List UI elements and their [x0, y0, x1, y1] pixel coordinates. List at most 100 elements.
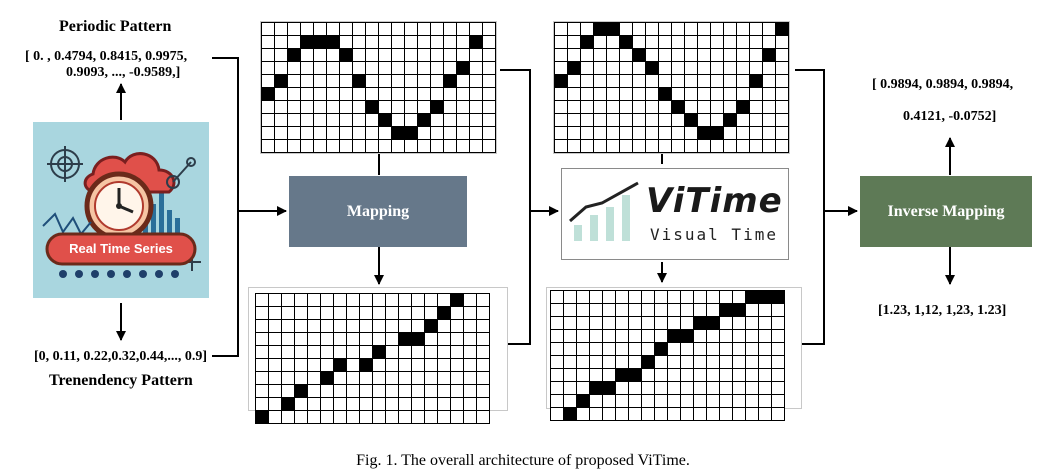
- grid-cell: [606, 48, 620, 62]
- grid-cell: [372, 293, 386, 307]
- grid-cell: [619, 87, 633, 101]
- grid-cell: [404, 74, 418, 88]
- grid-cell: [589, 407, 603, 421]
- grid-cell: [482, 22, 496, 36]
- grid-cell: [378, 100, 392, 114]
- grid-cell: [771, 394, 785, 408]
- grid-cell: [589, 342, 603, 356]
- grid-cell: [684, 22, 698, 36]
- grid-cell: [628, 407, 642, 421]
- grid-cell: [736, 74, 750, 88]
- grid-cell: [443, 61, 457, 75]
- grid-cell: [294, 319, 308, 333]
- grid-cell: [667, 316, 681, 330]
- grid-cell: [268, 358, 282, 372]
- figure-caption: Fig. 1. The overall architecture of prop…: [356, 452, 690, 469]
- grid-cell: [550, 329, 564, 343]
- grid-cell: [326, 48, 340, 62]
- grid-cell: [294, 397, 308, 411]
- grid-cell: [658, 100, 672, 114]
- grid-cell: [628, 329, 642, 343]
- grid-cell: [580, 87, 594, 101]
- grid-cell-filled: [313, 35, 327, 49]
- grid-cell: [411, 371, 425, 385]
- grid-cell: [758, 303, 772, 317]
- grid-cell: [463, 306, 477, 320]
- periodic-pattern-title: Periodic Pattern: [59, 18, 172, 35]
- grid-cell: [326, 87, 340, 101]
- grid-cell: [346, 358, 360, 372]
- grid-cell: [333, 332, 347, 346]
- grid-cell: [684, 61, 698, 75]
- grid-cell: [615, 394, 629, 408]
- grid-cell: [706, 329, 720, 343]
- grid-cell: [593, 74, 607, 88]
- grid-cell: [268, 319, 282, 333]
- grid-cell: [424, 293, 438, 307]
- grid-cell-filled: [411, 332, 425, 346]
- grid-cell: [411, 358, 425, 372]
- grid-cell: [411, 384, 425, 398]
- grid-cell: [417, 35, 431, 49]
- grid-cell: [563, 290, 577, 304]
- grid-cell: [589, 290, 603, 304]
- grid-cell: [619, 139, 633, 153]
- grid-cell: [719, 329, 733, 343]
- grid-cell: [372, 358, 386, 372]
- grid-cell: [476, 345, 490, 359]
- grid-cell: [749, 126, 763, 140]
- grid-cell: [482, 126, 496, 140]
- grid-cell: [417, 22, 431, 36]
- grid-cell: [274, 48, 288, 62]
- grid-cell: [693, 290, 707, 304]
- grid-cell: [443, 139, 457, 153]
- grid-cell: [667, 290, 681, 304]
- grid-cell: [281, 410, 295, 424]
- output-values-line2: 0.4121, -0.0752]: [903, 109, 997, 124]
- grid-cell: [476, 384, 490, 398]
- grid-cell: [339, 22, 353, 36]
- grid-cell: [424, 384, 438, 398]
- grid-cell: [378, 48, 392, 62]
- grid-cell: [719, 355, 733, 369]
- grid-cell: [749, 48, 763, 62]
- grid-cell: [697, 100, 711, 114]
- grid-cell: [385, 384, 399, 398]
- grid-cell: [456, 74, 470, 88]
- grid-cell: [476, 397, 490, 411]
- grid-cell: [268, 397, 282, 411]
- grid-cell: [602, 355, 616, 369]
- grid-cell: [775, 61, 789, 75]
- grid-cell: [615, 407, 629, 421]
- inverse-mapping-label: Inverse Mapping: [887, 202, 1005, 220]
- grid-cell: [706, 368, 720, 382]
- grid-cell: [645, 113, 659, 127]
- grid-cell: [424, 358, 438, 372]
- grid-cell: [706, 303, 720, 317]
- grid-cell: [667, 342, 681, 356]
- grid-cell: [398, 345, 412, 359]
- grid-cell-filled: [771, 290, 785, 304]
- grid-cell-filled: [372, 345, 386, 359]
- grid-cell: [775, 35, 789, 49]
- grid-cell: [628, 290, 642, 304]
- grid-cell: [476, 371, 490, 385]
- grid-cell: [619, 22, 633, 36]
- grid-cell: [261, 113, 275, 127]
- grid-cell: [632, 100, 646, 114]
- grid-cell: [430, 61, 444, 75]
- grid-cell: [671, 48, 685, 62]
- grid-cell-filled: [365, 100, 379, 114]
- grid-cell: [294, 358, 308, 372]
- grid-cell: [684, 74, 698, 88]
- grid-cell: [339, 74, 353, 88]
- grid-cell: [645, 35, 659, 49]
- grid-cell-filled: [758, 290, 772, 304]
- grid-cell: [680, 342, 694, 356]
- grid-cell: [320, 293, 334, 307]
- grid-cell: [745, 407, 759, 421]
- grid-cell: [385, 358, 399, 372]
- grid-cell: [550, 368, 564, 382]
- grid-cell: [463, 397, 477, 411]
- grid-cell-filled: [615, 368, 629, 382]
